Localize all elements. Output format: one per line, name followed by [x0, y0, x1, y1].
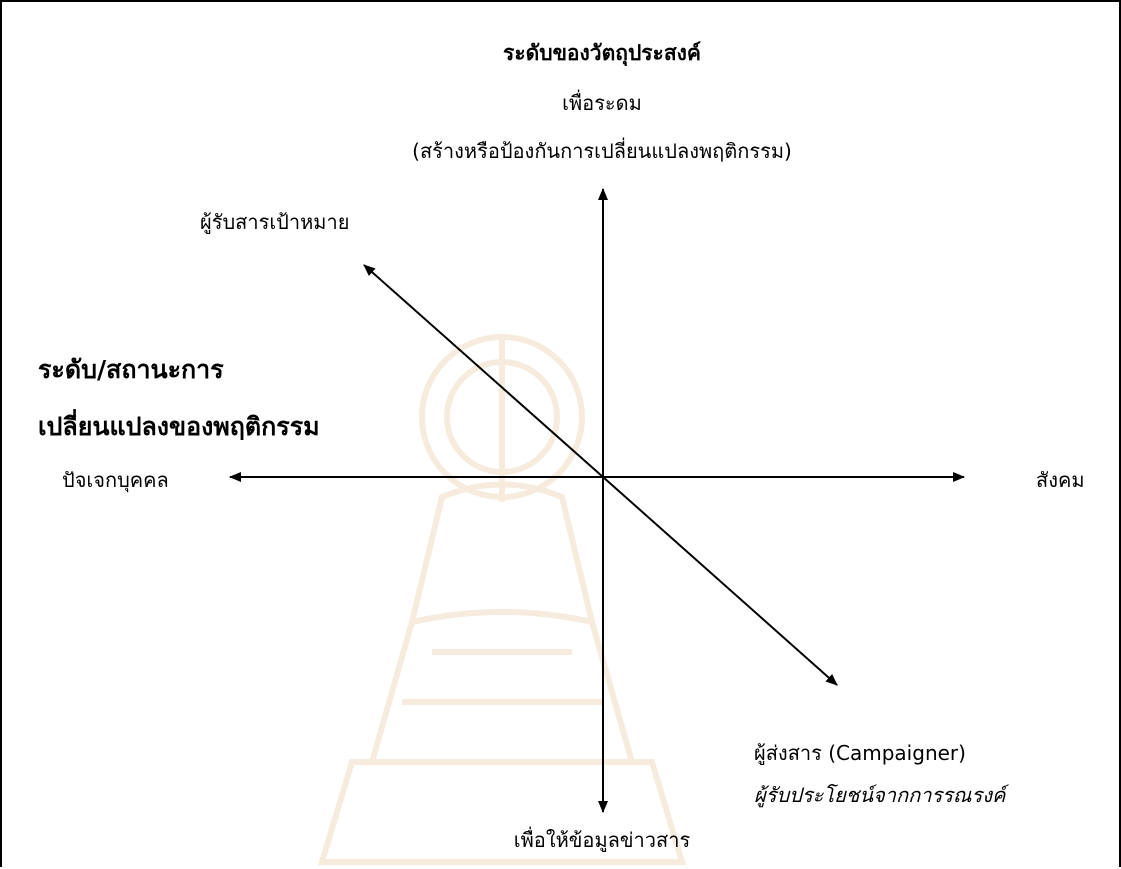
objective-level-title: ระดับของวัตถุประสงค์	[503, 41, 701, 65]
arrow-lower-right	[602, 476, 838, 686]
behavior-change-heading-line2: เปลี่ยนแปลงของพฤติกรรม	[38, 412, 320, 441]
arrow-upper-left	[363, 264, 604, 478]
behavior-change-heading-line1: ระดับ/สถานะการ	[38, 355, 224, 384]
mobilize-label: เพื่อระดม	[562, 91, 642, 115]
target-audience-label: ผู้รับสารเป้าหมาย	[200, 210, 350, 234]
campaigner-label: ผู้ส่งสาร (Campaigner)	[754, 741, 966, 765]
beneficiary-label: ผู้รับประโยชน์จากการรณรงค์	[754, 783, 1006, 807]
mobilize-description: (สร้างหรือป้องกันการเปลี่ยนแปลงพฤติกรรม)	[412, 139, 792, 163]
university-emblem-watermark-icon	[317, 334, 687, 865]
individual-label: ปัจเจกบุคคล	[62, 468, 169, 492]
society-label: สังคม	[1036, 468, 1085, 492]
inform-label: เพื่อให้ข้อมูลข่าวสาร	[513, 828, 691, 852]
